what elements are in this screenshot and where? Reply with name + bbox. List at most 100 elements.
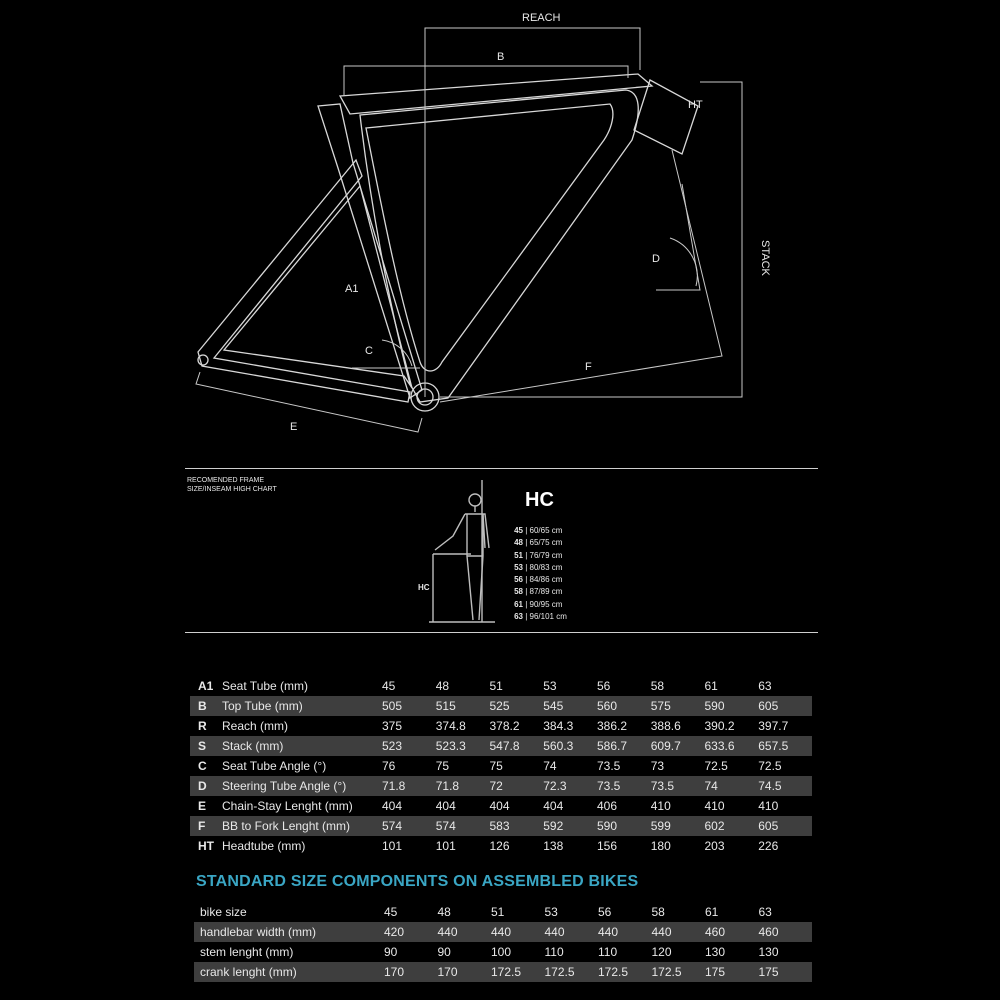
row-label: Reach (mm)	[222, 719, 289, 733]
table-cell: 172.5	[651, 962, 705, 982]
table-cell: 609.7	[650, 736, 705, 756]
table-cell: 172.5	[544, 962, 598, 982]
table-cell: 58	[650, 679, 665, 693]
table-cell: 440	[437, 922, 491, 942]
reach-label: REACH	[522, 12, 561, 24]
table-cell: 420	[384, 922, 438, 942]
table-cell: 397.7	[758, 719, 789, 733]
size-value: 63	[514, 612, 523, 622]
size-row: 56 | 84/86 cm	[503, 574, 567, 586]
row-label: Seat Tube Angle (°)	[222, 759, 327, 773]
row-code: R	[198, 719, 207, 733]
table-cell: 53	[544, 905, 558, 919]
frame-outline	[197, 73, 699, 412]
row-label: bike size	[200, 905, 247, 919]
size-value: 53	[514, 562, 523, 572]
row-label: Top Tube (mm)	[222, 696, 382, 716]
headtube-label: HT	[688, 99, 703, 111]
table-cell: 633.6	[704, 736, 759, 756]
size-row: 51 | 76/79 cm	[503, 550, 567, 562]
table-cell: 505	[382, 696, 436, 716]
inseam-range: 60/65 cm	[529, 526, 563, 535]
seat-tube-label: A1	[345, 283, 358, 295]
table-cell: 404	[489, 799, 510, 813]
table-cell: 101	[435, 839, 456, 853]
table-cell: 74	[543, 759, 557, 773]
table-cell: 170	[437, 962, 491, 982]
row-label: Steering Tube Angle (°)	[222, 776, 382, 796]
table-cell: 560	[597, 696, 651, 716]
table-cell: 378.2	[489, 719, 520, 733]
table-cell: 547.8	[489, 736, 544, 756]
inseam-range: 80/83 cm	[529, 562, 563, 572]
frame-geometry-diagram: REACH B HT STACK D A1 C F E	[195, 12, 771, 433]
row-label: Stack (mm)	[222, 736, 382, 756]
table-cell: 374.8	[435, 719, 466, 733]
table-cell: 110	[598, 945, 618, 959]
row-label: Headtube (mm)	[222, 839, 306, 853]
size-row: 63 | 96/101 cm	[503, 611, 567, 623]
size-value: 58	[514, 587, 523, 597]
row-code: C	[198, 759, 207, 773]
table-cell: 602	[704, 816, 759, 836]
table-cell: 523	[382, 736, 436, 756]
chain-stay-label: E	[290, 421, 297, 433]
table-cell: 75	[489, 759, 503, 773]
size-value: 61	[514, 599, 523, 609]
size-row: 53 | 80/83 cm	[503, 562, 567, 574]
inseam-range: 96/101 cm	[529, 612, 567, 622]
table-cell: 545	[543, 696, 597, 716]
row-code: S	[190, 736, 222, 756]
size-row: 48 | 65/75 cm	[503, 537, 567, 549]
inseam-range: 84/86 cm	[529, 575, 563, 585]
table-cell: 63	[758, 905, 772, 919]
table-cell: 386.2	[597, 719, 628, 733]
table-cell: 404	[435, 799, 456, 813]
dimension-lines	[195, 27, 743, 433]
table-cell: 560.3	[543, 736, 597, 756]
table-cell: 72.5	[704, 759, 728, 773]
row-label: Seat Tube (mm)	[222, 679, 309, 693]
table-cell: 460	[705, 922, 759, 942]
separator: |	[523, 550, 530, 560]
separator: |	[523, 612, 530, 622]
rider-figure-icon	[429, 480, 495, 623]
table-cell: 130	[758, 945, 779, 959]
row-code: F	[190, 816, 222, 836]
table-cell: 384.3	[543, 719, 574, 733]
table-cell: 172.5	[598, 962, 652, 982]
size-value: 45	[514, 526, 523, 535]
table-cell: 175	[758, 962, 812, 982]
table-cell: 515	[435, 696, 490, 716]
inseam-range: 87/89 cm	[529, 587, 563, 597]
seat-angle-label: C	[365, 345, 373, 357]
row-code: D	[190, 776, 222, 796]
table-cell: 71.8	[382, 776, 436, 796]
table-cell: 130	[705, 945, 726, 959]
table-cell: 586.7	[597, 736, 651, 756]
hc-title: HC	[525, 489, 554, 511]
hc-axis-label: HC	[418, 583, 430, 592]
table-cell: 110	[544, 945, 564, 959]
table-cell: 75	[435, 759, 450, 773]
table-cell: 172.5	[491, 962, 545, 982]
table-cell: 58	[651, 905, 665, 919]
table-cell: 440	[491, 922, 545, 942]
table-cell: 605	[758, 816, 812, 836]
table-cell: 100	[491, 945, 512, 959]
table-cell: 590	[597, 816, 651, 836]
table-cell: 599	[650, 816, 705, 836]
table-cell: 45	[382, 679, 396, 693]
table-cell: 73.5	[597, 776, 651, 796]
separator: |	[523, 587, 530, 597]
table-cell: 375	[382, 719, 403, 733]
table-cell: 203	[704, 839, 725, 853]
